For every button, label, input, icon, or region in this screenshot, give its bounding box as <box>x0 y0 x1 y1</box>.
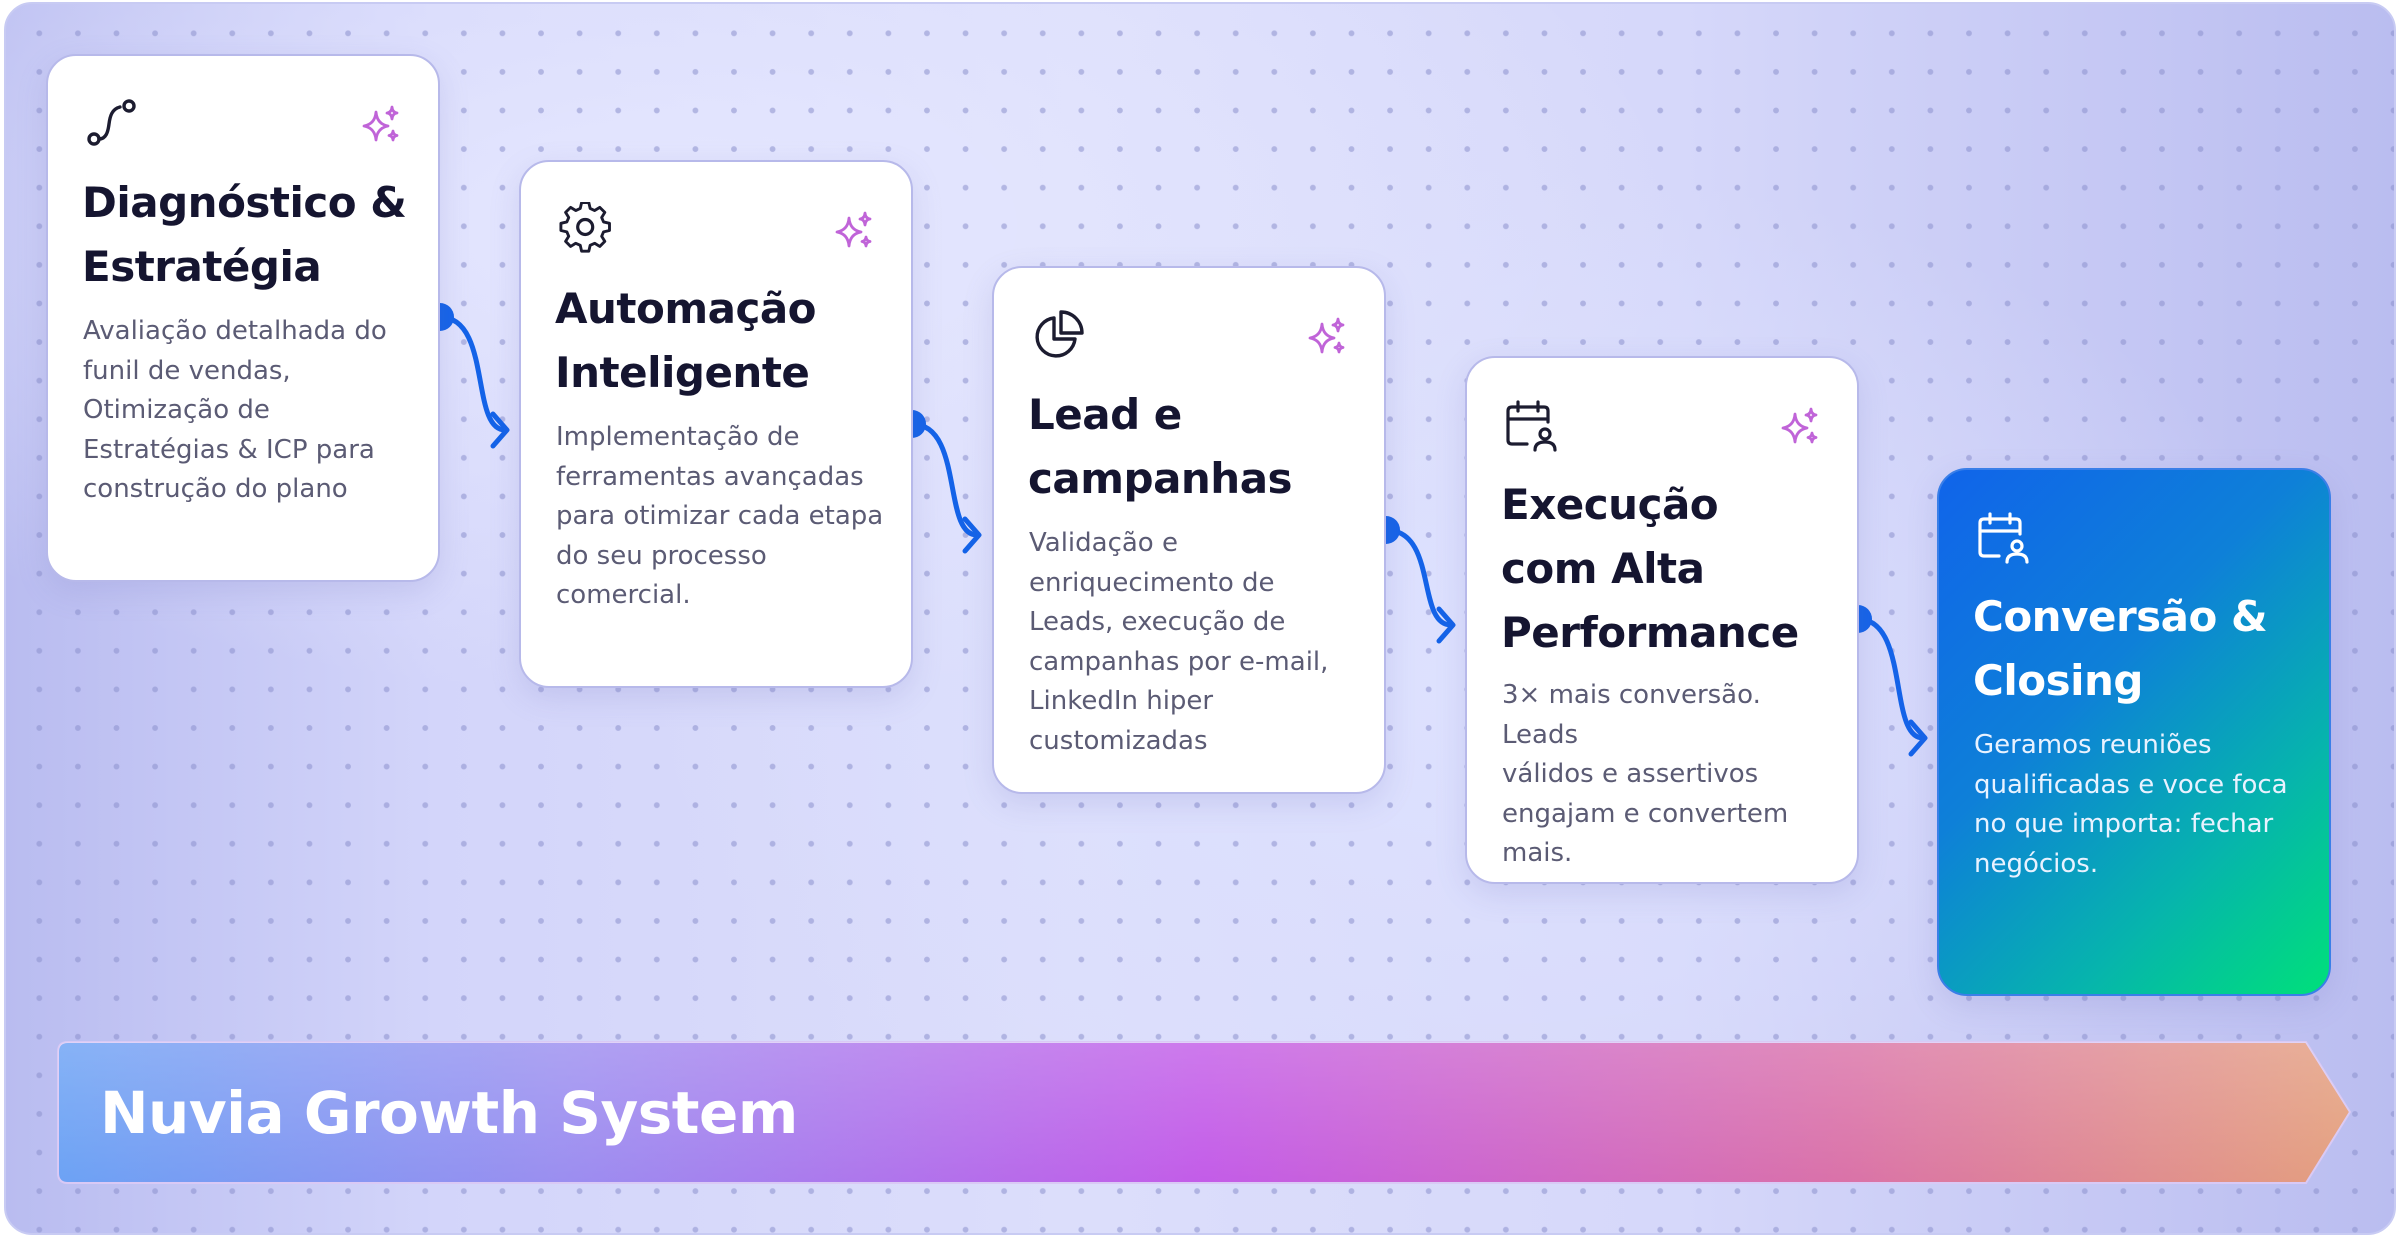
step-description: Geramos reuniões qualificadas e voce foc… <box>1974 730 2288 879</box>
step-title: Conversão &Closing <box>1973 592 2268 705</box>
step-card-diagnostico: Diagnóstico &Estratégia Avaliação detalh… <box>46 54 440 582</box>
step-description: Avaliação detalhada do funil de vendas, … <box>83 316 387 504</box>
sparkle-icon <box>362 105 399 142</box>
step-title: Diagnóstico &Estratégia <box>82 178 407 291</box>
growth-system-banner <box>57 1041 2352 1184</box>
step-description: Validação e enriquecimento de Leads, exe… <box>1029 528 1329 756</box>
step-card-conversao-closing: Conversão &Closing Geramos reuniões qual… <box>1937 468 2331 996</box>
calendar-user-icon <box>1506 400 1557 452</box>
route-icon <box>87 99 136 146</box>
sparkle-icon <box>1781 407 1818 444</box>
step-description: 3× mais conversão. Leads válidos e asser… <box>1502 680 1789 868</box>
gear-icon <box>559 202 611 253</box>
step-description: Implementação de ferramentas avançadas p… <box>556 422 884 610</box>
banner-title: Nuvia Growth System <box>100 1079 798 1147</box>
calendar-user-icon <box>1978 512 2029 564</box>
sparkle-icon <box>1308 317 1345 354</box>
sparkle-icon <box>835 211 872 248</box>
pie-chart-icon <box>1035 310 1084 358</box>
